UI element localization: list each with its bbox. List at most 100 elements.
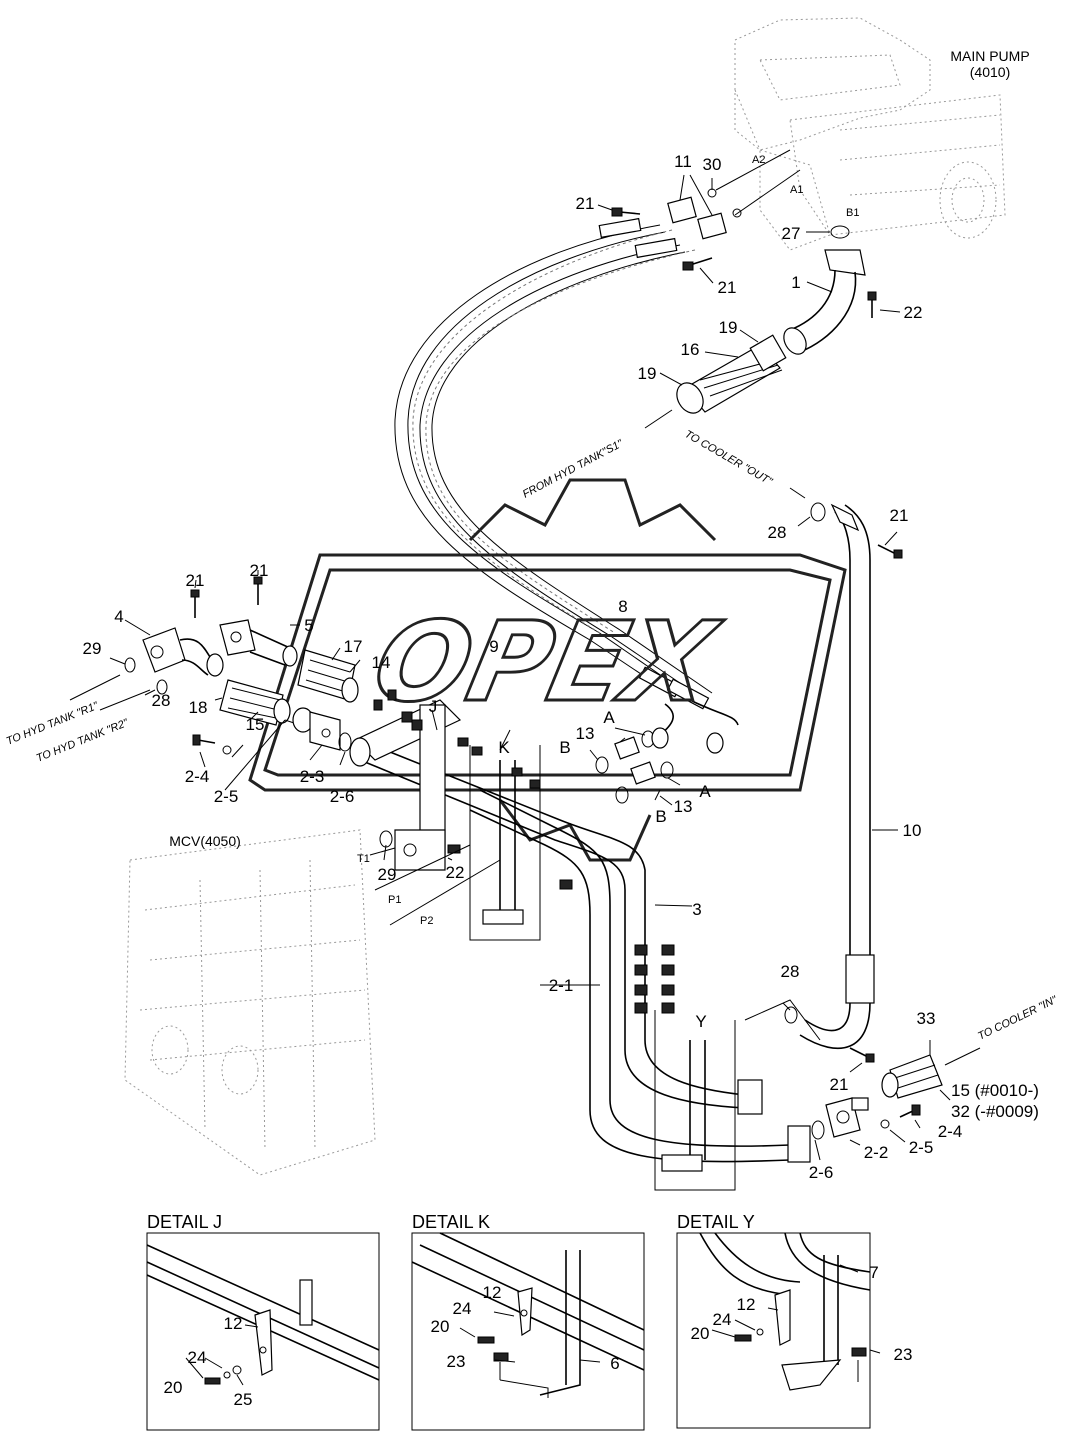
bolt-2-4-left: [192, 734, 232, 755]
oring-28-low: [784, 1006, 798, 1024]
hoses-14-15-17-18: [219, 649, 359, 726]
callout-19-b: 19: [638, 364, 657, 383]
callout-2-1: 2-1: [549, 976, 574, 995]
leaders-left-top: [124, 570, 300, 636]
leaders-2-x-left: [199, 719, 346, 791]
callout-labels: 11 30 21 21 27 1 22 19 16 19 28 21 21 21…: [83, 152, 1039, 1182]
leaders-16-19: [659, 329, 759, 386]
main-pump-label: MAIN PUMP: [950, 48, 1029, 64]
callout-2-4-right: 2-4: [938, 1122, 963, 1141]
callout-2-2: 2-2: [864, 1143, 889, 1162]
pipe-1: [783, 249, 877, 355]
callout-2-6-right: 2-6: [809, 1163, 834, 1182]
callout-22-mid: 22: [446, 863, 465, 882]
port-t1: T1: [357, 853, 370, 865]
leaders-a-b-13: [589, 727, 681, 806]
main-pump-outline: [734, 17, 1006, 251]
arrows-to-tank: [69, 674, 151, 711]
callout-30: 30: [703, 155, 722, 174]
callout-11: 11: [674, 152, 692, 171]
callout-2-4-left: 2-4: [185, 767, 210, 786]
callout-8: 8: [618, 597, 627, 616]
watermark-text: OPEX: [364, 599, 730, 727]
note-to-cooler-in: TO COOLER "IN": [976, 994, 1060, 1043]
bracket-y: [654, 1010, 736, 1191]
callout-b-1: B: [559, 738, 570, 757]
detail-k-12: 12: [483, 1283, 502, 1302]
detail-y-24: 24: [713, 1310, 732, 1329]
callout-k: K: [498, 738, 510, 757]
detail-j-title: DETAIL J: [147, 1212, 222, 1232]
callout-21-left-b: 21: [250, 561, 269, 580]
arrow-to-cooler-in: [944, 1047, 981, 1066]
port-a1: A1: [790, 184, 803, 196]
callout-2-3: 2-3: [300, 767, 325, 786]
detail-y-title: DETAIL Y: [677, 1212, 755, 1232]
callout-9: 9: [489, 637, 498, 656]
detail-k-panel: [411, 1232, 645, 1431]
leaders-29-28-left: [109, 657, 156, 696]
oring-27: [830, 225, 850, 239]
detail-y-12: 12: [737, 1295, 756, 1314]
port-a2: A2: [752, 154, 765, 166]
pipe-3-fittings: [634, 944, 675, 1014]
callout-15-right: 15 (#0010-): [951, 1081, 1039, 1100]
fittings-13: [595, 727, 724, 804]
callout-28-low: 28: [781, 962, 800, 981]
arrow-cooler-out: [789, 487, 806, 499]
callout-21-top2: 21: [718, 278, 737, 297]
callout-10: 10: [903, 821, 922, 840]
detail-y-panel: [676, 1232, 881, 1429]
bolts-21-top: [611, 207, 713, 271]
note-to-cooler-out: TO COOLER "OUT": [683, 428, 775, 488]
callout-y: Y: [695, 1012, 706, 1031]
leaders-j-k: [431, 709, 511, 751]
detail-j-24: 24: [188, 1348, 207, 1367]
port-p1: P1: [388, 894, 401, 906]
port-p2: P2: [420, 915, 433, 927]
callout-28-left: 28: [152, 691, 171, 710]
callout-b-2: B: [655, 807, 666, 826]
callout-14: 14: [372, 653, 391, 672]
pump-port-leaders: [715, 149, 801, 216]
detail-y-20: 20: [691, 1324, 710, 1343]
return-pipe-5: [219, 619, 298, 667]
callout-33: 33: [917, 1009, 936, 1028]
detail-y-23: 23: [894, 1345, 913, 1364]
detail-k-6: 6: [610, 1354, 619, 1373]
leaders-1-22: [806, 281, 901, 313]
callout-18: 18: [189, 698, 208, 717]
callout-j: J: [429, 697, 438, 716]
leaders-2-x-right: [814, 1119, 921, 1161]
leaders-14-18: [214, 647, 361, 721]
adapter-2-3: [292, 707, 352, 752]
detail-j-25: 25: [234, 1390, 253, 1409]
detail-k-title: DETAIL K: [412, 1212, 490, 1232]
return-pipe-4: [142, 627, 224, 677]
note-from-hyd-tank: FROM HYD TANK"S1": [521, 437, 626, 500]
flange-2-2: [811, 1097, 921, 1140]
callout-21-right: 21: [890, 506, 909, 525]
oring-28-right: [810, 502, 826, 522]
mcv-label: MCV(4050): [169, 833, 241, 849]
callout-2-6-left: 2-6: [330, 787, 355, 806]
mcv-outline: [124, 829, 376, 1176]
hose-assemblies-8-9: [394, 217, 739, 736]
suction-hose-16: [676, 334, 787, 414]
callout-19-a: 19: [719, 318, 738, 337]
callout-13-2: 13: [674, 797, 693, 816]
oring-28-left: [156, 679, 168, 695]
callout-28-right: 28: [768, 523, 787, 542]
callout-1: 1: [791, 273, 800, 292]
detail-j-20: 20: [164, 1378, 183, 1397]
pipe-10: [799, 503, 875, 1050]
port-b1: B1: [846, 207, 859, 219]
callout-2-5-right: 2-5: [909, 1138, 934, 1157]
callout-15-left: 15: [246, 715, 265, 734]
detail-k-20: 20: [431, 1317, 450, 1336]
oring-29-left: [124, 657, 136, 673]
callout-32: 32 (-#0009): [951, 1102, 1039, 1121]
callout-17: 17: [344, 637, 363, 656]
leaders-11-30: [679, 174, 713, 216]
